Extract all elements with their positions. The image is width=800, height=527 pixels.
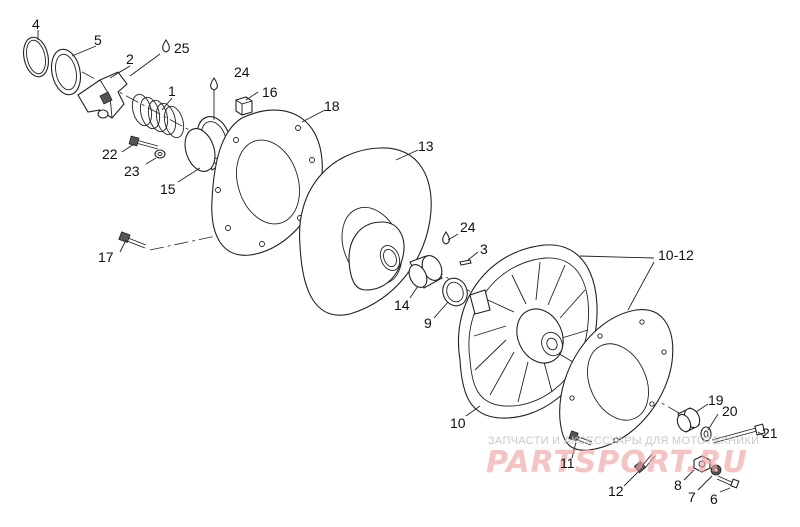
callout-labels: 4 5 2 25 1 24 16 18 22 23 15 13 17 24 3 … [32, 16, 778, 507]
part-6-bolt [716, 475, 740, 489]
part-2-spider-arm [77, 71, 128, 119]
callout-14: 14 [394, 297, 410, 313]
callout-17: 17 [98, 249, 114, 265]
part-20-washer [700, 426, 712, 442]
callout-1: 1 [168, 83, 176, 99]
callout-10: 10 [450, 415, 466, 431]
callout-9: 9 [424, 315, 432, 331]
callout-11: 11 [560, 455, 575, 471]
callout-22: 22 [102, 146, 118, 162]
callout-8: 8 [674, 477, 682, 493]
callout-3: 3 [480, 241, 488, 257]
callout-24-mid: 24 [460, 219, 476, 235]
callout-18: 18 [324, 98, 340, 114]
callout-13: 13 [418, 138, 434, 154]
part-1-spring [131, 93, 185, 139]
callout-24-top: 24 [234, 64, 250, 80]
part-12-back-plate [559, 309, 674, 451]
part-22-bolt [128, 135, 159, 150]
part-10-fixed-sheave [458, 244, 598, 419]
part-4-snap-ring [22, 36, 50, 78]
part-16-slider-block [235, 96, 253, 116]
callout-6: 6 [710, 491, 718, 507]
part-8-nut [693, 455, 711, 473]
callout-7: 7 [688, 489, 696, 505]
callout-19: 19 [708, 392, 724, 408]
callout-15: 15 [160, 181, 176, 197]
callout-2: 2 [126, 51, 134, 67]
callout-16: 16 [262, 84, 278, 100]
callout-21: 21 [762, 425, 778, 441]
part-21-long-bolt [711, 423, 766, 444]
part-14-shaft-bushing [408, 255, 443, 289]
callout-20: 20 [722, 403, 738, 419]
part-23-washer [154, 149, 166, 159]
callout-5: 5 [94, 32, 102, 48]
callout-25: 25 [174, 40, 190, 56]
leader-lines [37, 30, 765, 493]
part-11-screw [568, 430, 593, 446]
part-12-screw [633, 453, 656, 474]
axis-line-17 [149, 231, 236, 251]
watermark-brand: PARTSPORT.RU [486, 445, 748, 480]
part-13-movable-sheave [298, 147, 432, 316]
callout-12: 12 [608, 483, 624, 499]
part-5-washer [50, 48, 82, 96]
callout-23: 23 [124, 163, 140, 179]
part-18-cover-plate [211, 109, 323, 256]
callout-10-12: 10-12 [658, 247, 694, 263]
part-9-thrust-washer [442, 277, 468, 307]
part-17-bolt [118, 231, 147, 249]
grease-drop-icon [210, 77, 218, 91]
watermark-caption: ЗАПЧАСТИ И АКСЕССУАРЫ ДЛЯ МОТОТЕХНИКИ [488, 435, 759, 447]
part-3-pin [459, 259, 472, 266]
grease-drop-icon [442, 231, 450, 245]
callout-4: 4 [32, 16, 40, 32]
grease-drop-icon [162, 39, 170, 53]
part-19-spacer [676, 407, 701, 433]
part-7-washer [710, 464, 722, 476]
